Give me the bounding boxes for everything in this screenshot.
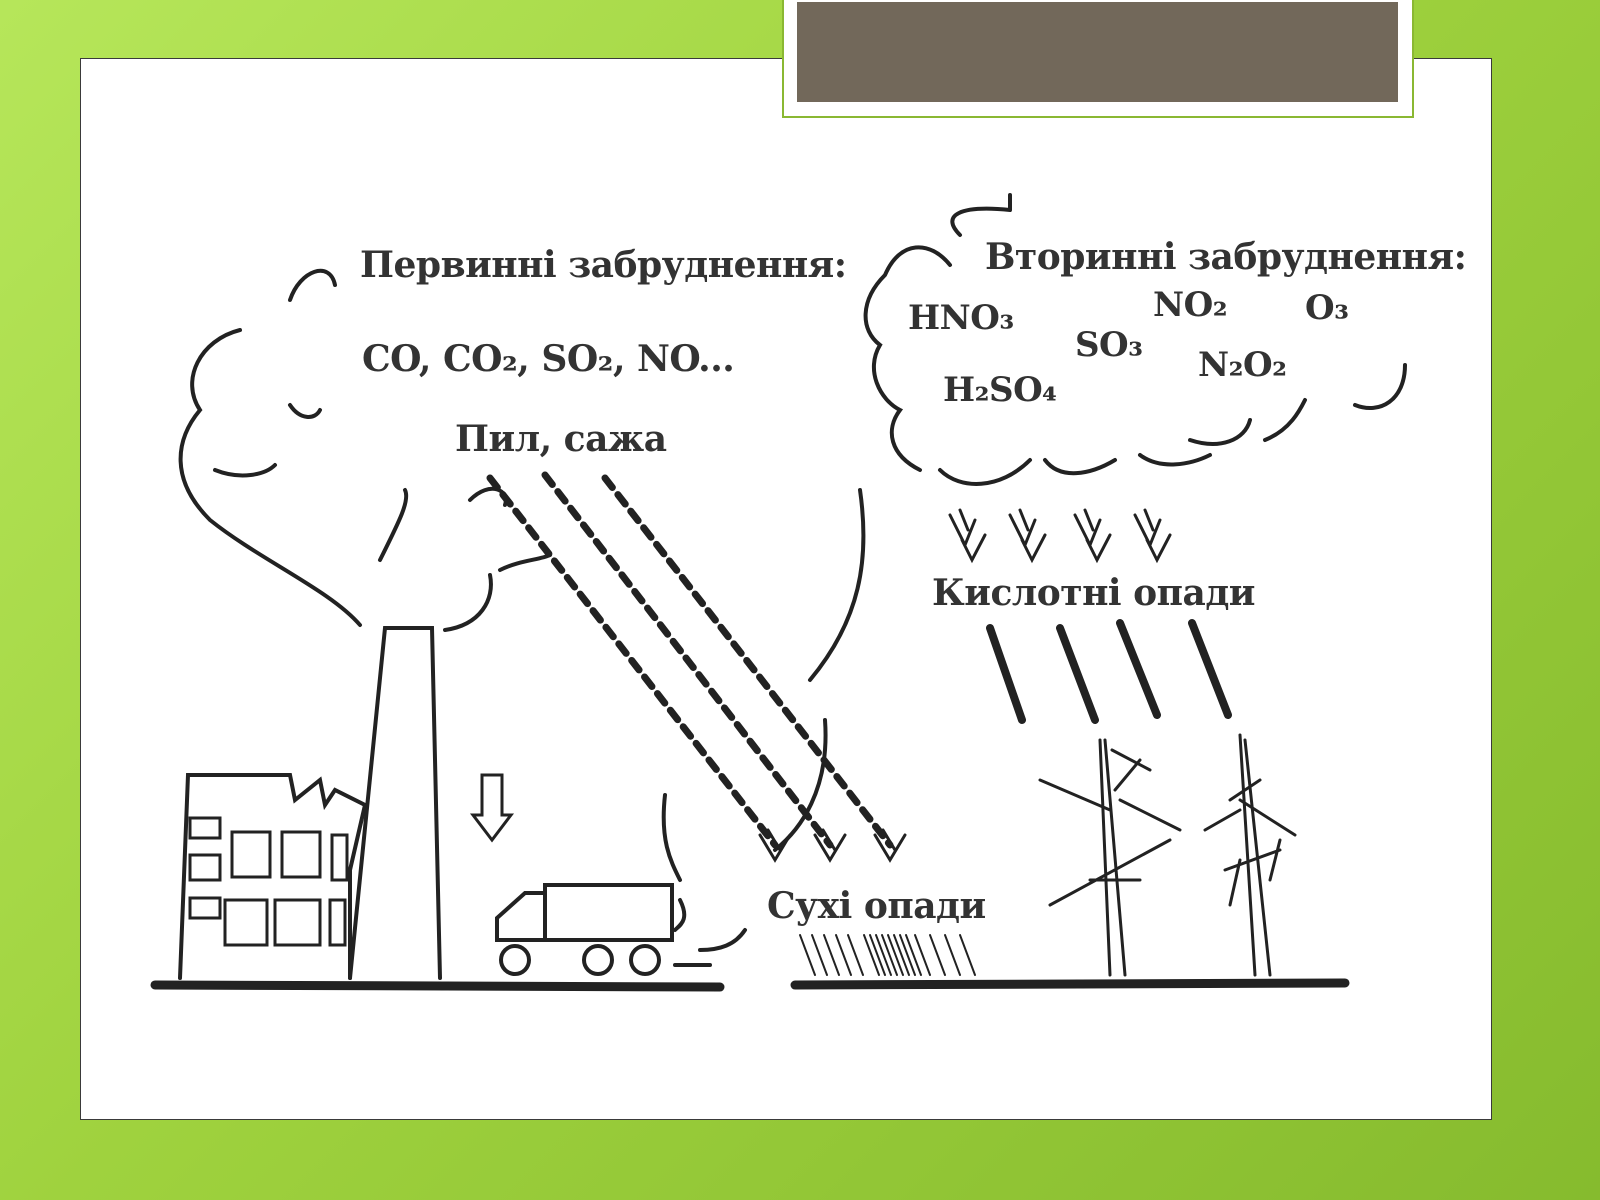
truck [495,883,712,976]
ground-right [790,978,1350,990]
acid-rain-label: Кислотні опади [932,572,1256,614]
ground-left [150,980,725,992]
acid-rain-arrows [948,508,1172,564]
formula-h2so4: H₂SO₄ [943,370,1057,410]
formula-hno3: HNO₃ [908,298,1014,338]
formula-o3: O₃ [1305,288,1349,328]
dust-soot-label: Пил, сажа [455,418,667,460]
factory-building [178,773,368,980]
damaged-trees [1038,733,1297,977]
hollow-down-arrow-icon [469,773,515,843]
title-box-fill [797,2,1398,102]
formula-so3: SO₃ [1075,325,1143,365]
secondary-pollution-title: Вторинні забруднення: [985,236,1467,278]
dry-deposition-label: Сухі опади [767,885,986,927]
primary-pollution-title: Первинні забруднення: [360,244,847,286]
formula-n2o2: N₂O₂ [1198,345,1287,385]
slide-title-placeholder [782,0,1414,118]
dust-dashed-paths [486,471,894,849]
primary-smoke-cloud [178,268,866,952]
acid-rain-streaks [986,619,1232,724]
formula-no2: NO₂ [1153,285,1228,325]
primary-pollutants-list: CO, CO₂, SO₂, NO... [362,338,735,380]
factory-windows [188,816,349,947]
chimney [348,626,442,980]
secondary-cloud [863,193,1407,486]
dry-deposition-arrows [758,828,907,863]
dry-deposition-hatching [799,934,976,976]
